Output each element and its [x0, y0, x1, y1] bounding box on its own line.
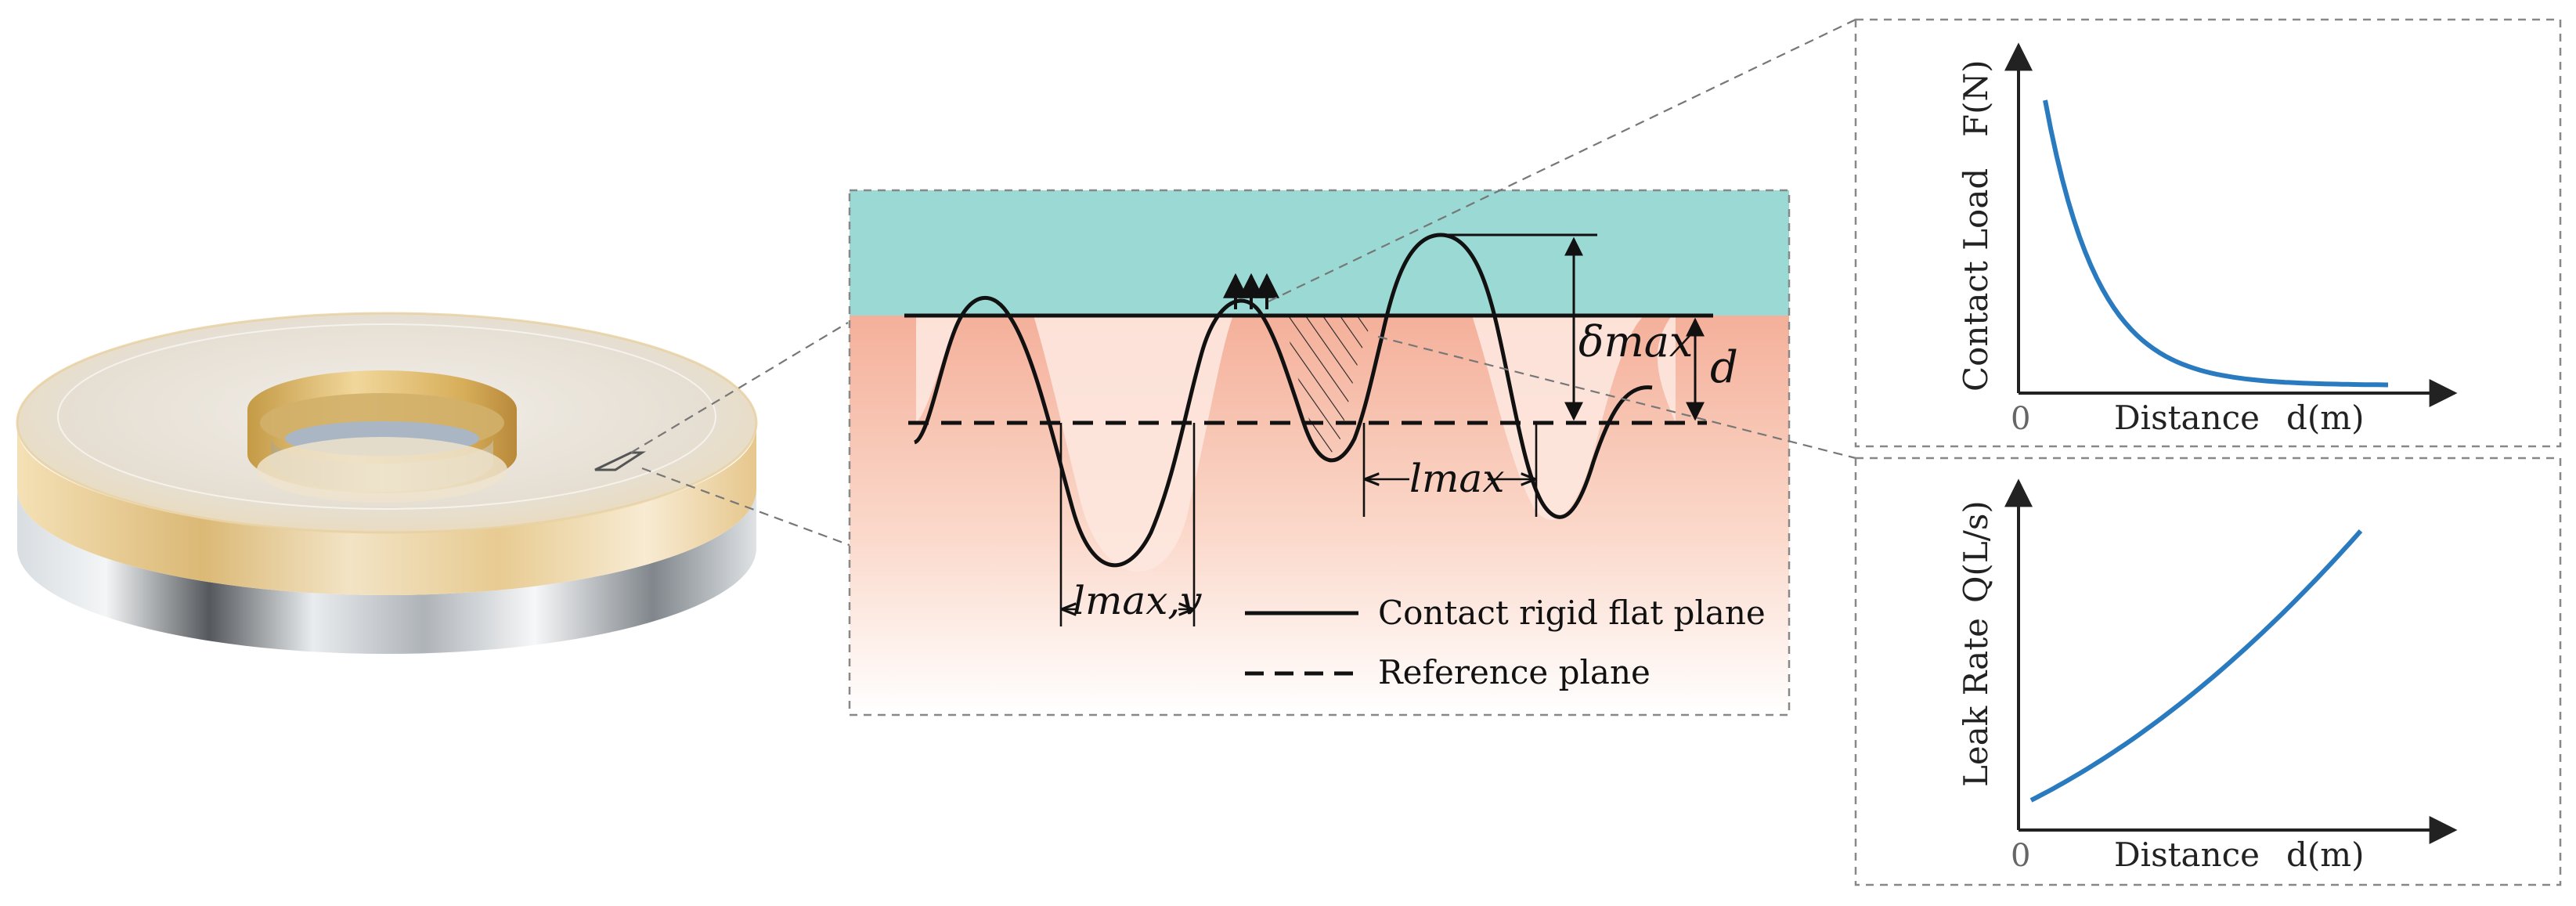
lmaxv-dimension-label: lmax,v: [1073, 578, 1203, 623]
lmax-dimension-label: lmax: [1409, 456, 1504, 501]
leak-origin-label: 0: [2011, 838, 2030, 874]
leak-chart-frame: [1854, 457, 2562, 886]
leak-ylabel-unit: Q(L/s): [1957, 500, 1995, 603]
load-ylabel-unit: F(N): [1957, 60, 1995, 137]
delta-max-dimension: [1441, 233, 1597, 421]
lmaxv-dimension: [1059, 423, 1196, 626]
d-label: d: [1710, 342, 1738, 393]
profile-legend: Contact rigid flat plane Reference plane: [1245, 594, 1766, 691]
contact-force-arrows: [1223, 273, 1279, 309]
leak-xlabel-unit: d(m): [2286, 836, 2364, 874]
load-chart-frame: [1854, 18, 2562, 448]
load-xlabel-main: Distance: [2114, 399, 2260, 437]
ring-center-hole: [247, 370, 517, 503]
surface-profile-panel: δmax d lmax,v lmax lmax,v: [848, 189, 1791, 716]
profile-panel-frame: [848, 189, 1791, 716]
ring-selected-patch: [594, 451, 647, 471]
zoom-connector-right: [1268, 19, 1856, 460]
leak-xlabel-main: Distance: [2114, 836, 2260, 874]
leak-rate-chart: 0 Distance d(m) Leak Rate Q(L/s): [1854, 457, 2562, 886]
leak-curve: [2029, 529, 2363, 803]
hatched-region: [1284, 316, 1374, 453]
delta-max-label: δmax: [1578, 317, 1693, 366]
seal-ring: [16, 312, 758, 654]
load-origin-label: 0: [2011, 401, 2030, 437]
load-curve: [2043, 99, 2389, 388]
legend-dashed-label: Reference plane: [1378, 653, 1651, 691]
legend-solid-label: Contact rigid flat plane: [1378, 594, 1766, 632]
cavity-regions: [916, 316, 1676, 572]
lmax-dimension: [1362, 423, 1538, 517]
rigid-flat-plane: [850, 190, 1789, 316]
ring-gold-band: [17, 427, 756, 595]
contact-load-chart: 0 Distance d(m) Contact Load F(N): [1854, 18, 2562, 448]
surface-profile-curve: [913, 233, 1653, 568]
ring-steel-band: [17, 489, 756, 654]
load-xlabel-unit: d(m): [2286, 399, 2364, 437]
leak-ylabel-main: Leak Rate: [1957, 618, 1995, 787]
load-ylabel-main: Contact Load: [1957, 168, 1995, 392]
